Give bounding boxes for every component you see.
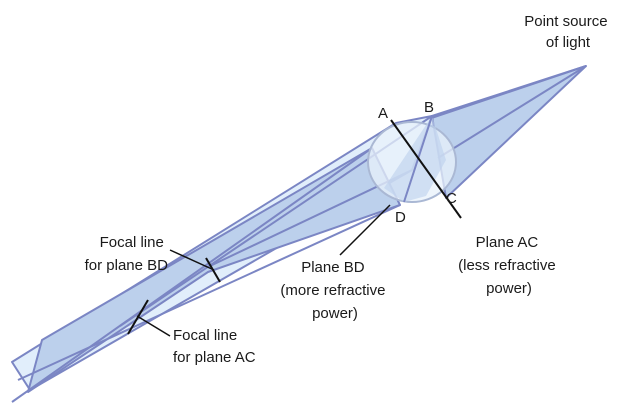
label-plane-ac: Plane AC (less refractive power) (458, 234, 560, 297)
label-plane-bd-line-3: power) (312, 305, 358, 322)
label-source-line-1: Point source (524, 13, 607, 30)
label-source-line-2: of light (546, 34, 591, 51)
label-point-c: C (446, 190, 457, 207)
label-plane-ac-line-2: (less refractive (458, 257, 556, 274)
label-plane-bd-line-2: (more refractive (280, 282, 385, 299)
label-point-b: B (424, 99, 434, 116)
label-plane-bd-line-1: Plane BD (301, 259, 365, 276)
incoming-cone-dark (432, 66, 586, 198)
label-plane-ac-line-1: Plane AC (476, 234, 539, 251)
label-focal-ac-line-2: for plane AC (173, 349, 256, 366)
label-plane-bd: Plane BD (more refractive power) (280, 259, 389, 322)
label-source: Point source of light (524, 13, 612, 51)
label-focal-ac-line-1: Focal line (173, 327, 237, 344)
label-focal-bd: Focal line for plane BD (85, 234, 169, 274)
label-point-d: D (395, 209, 406, 226)
label-focal-ac: Focal line for plane AC (173, 327, 256, 366)
label-focal-bd-line-2: for plane BD (85, 257, 169, 274)
label-focal-bd-line-1: Focal line (100, 234, 164, 251)
label-point-a: A (378, 105, 388, 122)
label-plane-ac-line-3: power) (486, 280, 532, 297)
